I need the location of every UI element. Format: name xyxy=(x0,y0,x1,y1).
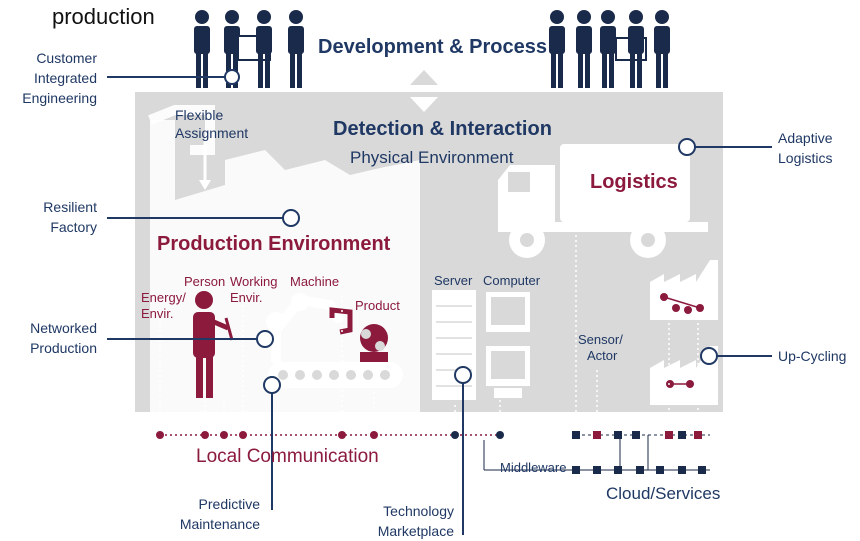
product-icon xyxy=(360,324,388,362)
up-cycling-label: Up-Cycling xyxy=(778,348,847,364)
computer-icon xyxy=(486,292,530,398)
server-icon xyxy=(432,290,476,400)
development-process-label: Development & Process xyxy=(318,36,547,58)
arrow-up-icon xyxy=(410,70,438,85)
machine-label: Machine xyxy=(290,274,340,289)
logistics-label: Logistics xyxy=(590,171,678,193)
physical-environment-label: Physical Environment xyxy=(350,148,514,167)
server-label: Server xyxy=(434,273,473,288)
cloud-services-label: Cloud/Services xyxy=(606,484,721,503)
production-environment-label: Production Environment xyxy=(157,233,391,255)
robot-arm-icon xyxy=(266,293,403,388)
person-label: Person xyxy=(184,274,226,289)
product-label: Product xyxy=(355,298,400,313)
computer-label: Computer xyxy=(483,273,541,288)
truck-icon xyxy=(498,144,708,258)
energy-envir-label: Energy/Envir. xyxy=(141,290,186,321)
factory-icon xyxy=(650,260,718,405)
middleware-label: Middleware xyxy=(500,460,567,475)
arrow-down-icon xyxy=(410,97,438,112)
local-communication-label: Local Communication xyxy=(196,446,379,467)
people-icon xyxy=(194,10,670,88)
sensor-actor-label: Sensor/Actor xyxy=(578,332,623,363)
detection-interaction-label: Detection & Interaction xyxy=(333,118,552,140)
top-caption: production xyxy=(52,4,155,29)
person-icon xyxy=(193,291,234,398)
